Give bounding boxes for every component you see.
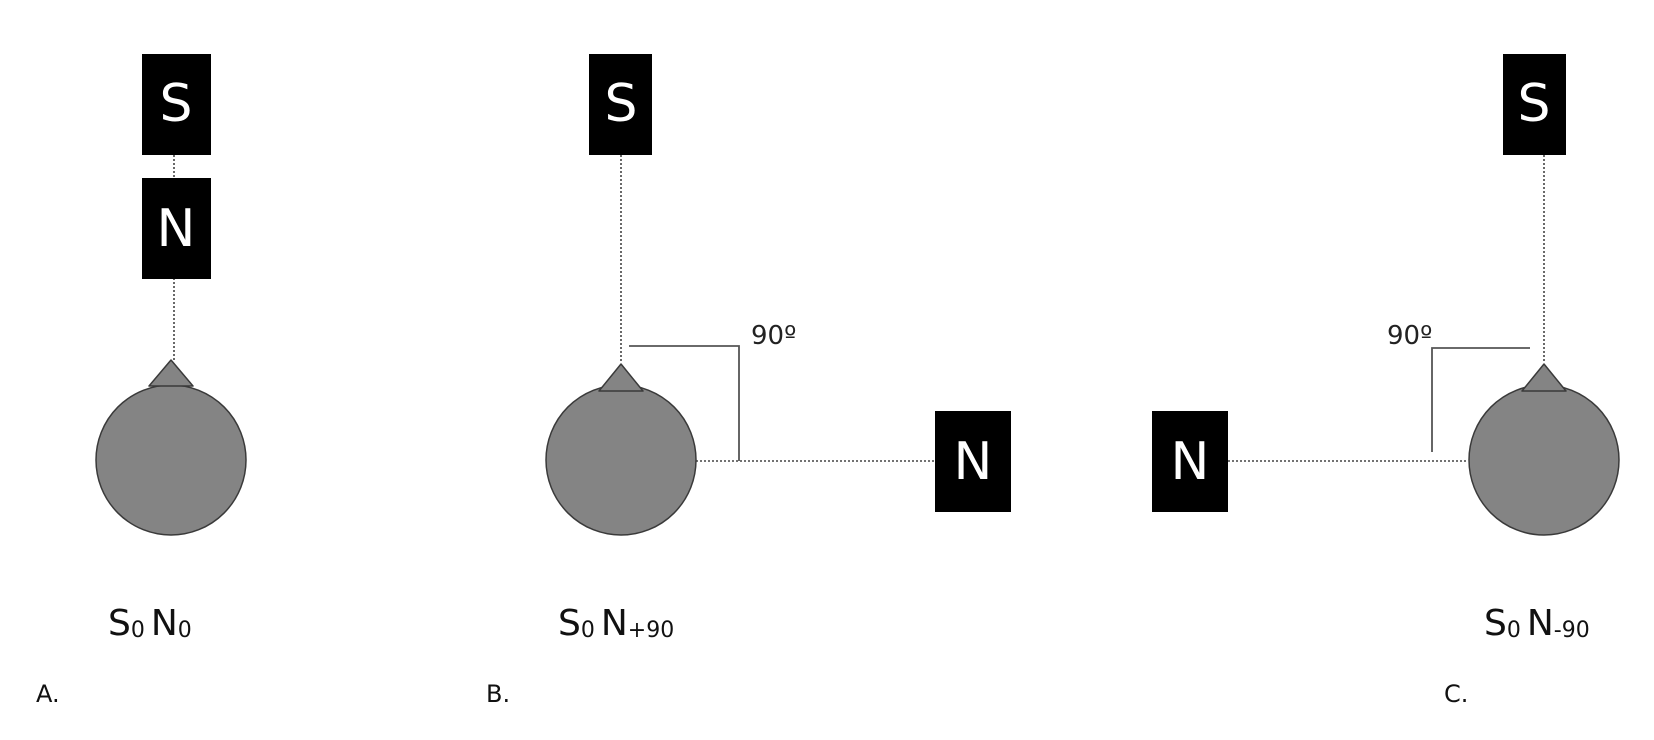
magnet-north-b [935, 411, 1011, 512]
panel-letter-b: B. [486, 680, 510, 708]
nose-c [1521, 363, 1567, 392]
magnet-north-b-label: N [954, 432, 993, 492]
angle-label-c: 90º [1387, 321, 1432, 351]
magnet-north-c [1152, 411, 1228, 512]
magnet-south-a [142, 54, 211, 155]
magnet-south-b [589, 54, 652, 155]
magnet-north-c-label: N [1171, 432, 1210, 492]
nose-a [148, 359, 194, 387]
head-b [545, 384, 697, 536]
angle-label-b: 90º [751, 321, 796, 351]
magnet-north-a-label: N [157, 199, 196, 259]
angle-marker-b [629, 345, 740, 461]
angle-marker-c [1431, 347, 1530, 452]
magnet-south-c-label: S [1517, 74, 1550, 134]
panel-letter-c: C. [1444, 680, 1468, 708]
magnet-south-c [1503, 54, 1566, 155]
nose-b [598, 363, 644, 392]
head-c [1468, 384, 1620, 536]
magnet-north-a [142, 178, 211, 279]
magnet-south-b-label: S [604, 74, 637, 134]
head-a [95, 384, 247, 536]
panel-letter-a: A. [36, 680, 60, 708]
magnet-south-a-label: S [159, 74, 192, 134]
